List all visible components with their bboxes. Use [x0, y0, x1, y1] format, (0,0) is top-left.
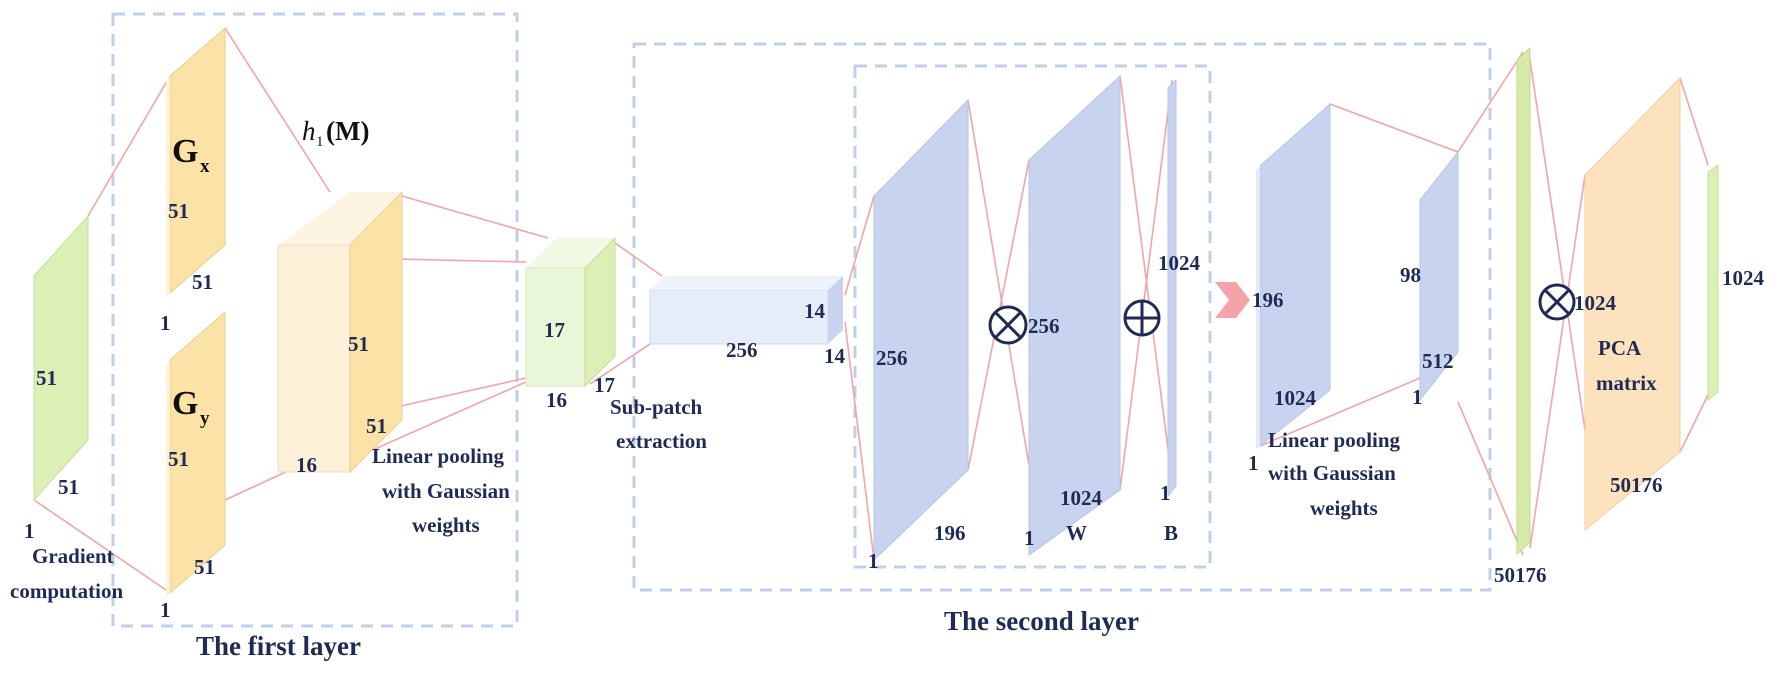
- p2: [1028, 74, 1121, 556]
- rect-top: [650, 276, 843, 290]
- pool1-caption-line2: with Gaussian: [382, 479, 510, 503]
- pca-width-label: 50176: [1610, 473, 1663, 497]
- h1-subscript: 1: [316, 134, 324, 150]
- pca-caption-line2: matrix: [1596, 371, 1657, 395]
- gx-subscript: x: [200, 156, 210, 177]
- b-depth-label: 1: [1160, 481, 1171, 505]
- subpatch-caption-line2: extraction: [616, 429, 707, 453]
- pool1-caption-line1: Linear pooling: [372, 444, 505, 468]
- p1-width-label: 196: [934, 521, 966, 545]
- gx-slab-edge: [166, 76, 170, 297]
- gradient-caption-line1: Gradient: [32, 544, 114, 568]
- p5: [1419, 150, 1459, 402]
- cube1-side: [349, 190, 403, 474]
- p5-top-label: 98: [1400, 263, 1421, 287]
- p4-top-label: 196: [1252, 288, 1284, 312]
- output-label: 1024: [1722, 266, 1765, 290]
- h1-function: h: [302, 116, 316, 146]
- cube2-top: [526, 238, 615, 268]
- pool2-caption-line3: weights: [1310, 496, 1378, 520]
- p1: [873, 98, 969, 562]
- gx-width-label: 51: [192, 270, 213, 294]
- output-bar: [1707, 164, 1719, 402]
- p4-height-label: 1024: [1274, 386, 1317, 410]
- b-vector: [1167, 78, 1177, 498]
- cube2-depth-label: 16: [546, 388, 567, 412]
- p2-depth-label: 1: [1024, 526, 1035, 550]
- multiply-icon: [988, 305, 1028, 345]
- bar-bottom-label: 50176: [1494, 563, 1547, 587]
- gradient-caption-line2: computation: [10, 579, 123, 603]
- pca-matrix: [1584, 76, 1681, 532]
- subpatch-caption-line1: Sub-patch: [610, 395, 703, 419]
- rect-side: [828, 276, 843, 344]
- p5-depth-label: 1: [1412, 385, 1423, 409]
- cube1-top: [278, 192, 402, 245]
- p4-edge: [1256, 166, 1260, 450]
- input-width-label: 51: [58, 475, 79, 499]
- gy-depth-label: 1: [160, 598, 171, 622]
- gx-label: G: [172, 133, 198, 170]
- pca-caption-line1: PCA: [1598, 336, 1642, 360]
- cube1-depth-label: 16: [296, 453, 317, 477]
- cube2-side-label: 17: [594, 373, 615, 397]
- feature-bar: [1516, 46, 1531, 556]
- multiply2-label: 1024: [1574, 291, 1617, 315]
- pool2-caption-line2: with Gaussian: [1268, 461, 1396, 485]
- connector-lines: [33, 27, 1709, 591]
- first-layer-box: [111, 12, 519, 628]
- rect-side-bottom-label: 14: [824, 344, 846, 368]
- second-layer-box: [632, 42, 1492, 592]
- pool2-caption-line1: Linear pooling: [1268, 428, 1401, 452]
- gx-depth-label: 1: [160, 311, 171, 335]
- input-depth-label: 1: [24, 519, 35, 543]
- gy-height-label: 51: [168, 447, 189, 471]
- p1-height-label: 256: [876, 346, 908, 370]
- rect-front: [649, 289, 829, 345]
- h1-argument: (M): [326, 116, 369, 146]
- cube1-width-label: 51: [366, 414, 387, 438]
- cube1-height-label: 51: [348, 332, 369, 356]
- first-layer-title: The first layer: [196, 631, 361, 661]
- pool1-caption-line3: weights: [412, 513, 480, 537]
- rect-width-label: 256: [726, 338, 758, 362]
- second-layer-title: The second layer: [944, 606, 1139, 636]
- gx-height-label: 51: [168, 199, 189, 223]
- inner-layer-box: [853, 64, 1212, 569]
- gy-slab-edge: [166, 360, 170, 597]
- add-top-label: 1024: [1158, 251, 1201, 275]
- multiply-icon: [1538, 283, 1576, 321]
- cube1-front: [277, 244, 351, 473]
- gy-subscript: y: [200, 408, 210, 429]
- input-patch: [33, 214, 89, 502]
- rect-side-top-label: 14: [804, 299, 826, 323]
- gy-label: G: [172, 385, 198, 422]
- b-label: B: [1164, 521, 1178, 545]
- chevron-right-icon: [1215, 282, 1250, 318]
- w-label: W: [1066, 521, 1087, 545]
- p5-width-label: 512: [1422, 349, 1454, 373]
- p4-depth-label: 1: [1248, 451, 1259, 475]
- p2-width-label: 1024: [1060, 486, 1103, 510]
- multiply-label: 256: [1028, 314, 1060, 338]
- cube2-front-label: 17: [544, 318, 565, 342]
- input-height-label: 51: [36, 366, 57, 390]
- add-icon: [1123, 299, 1161, 337]
- p1-depth-label: 1: [868, 549, 879, 573]
- gy-width-label: 51: [194, 555, 215, 579]
- cube2-side: [584, 236, 616, 388]
